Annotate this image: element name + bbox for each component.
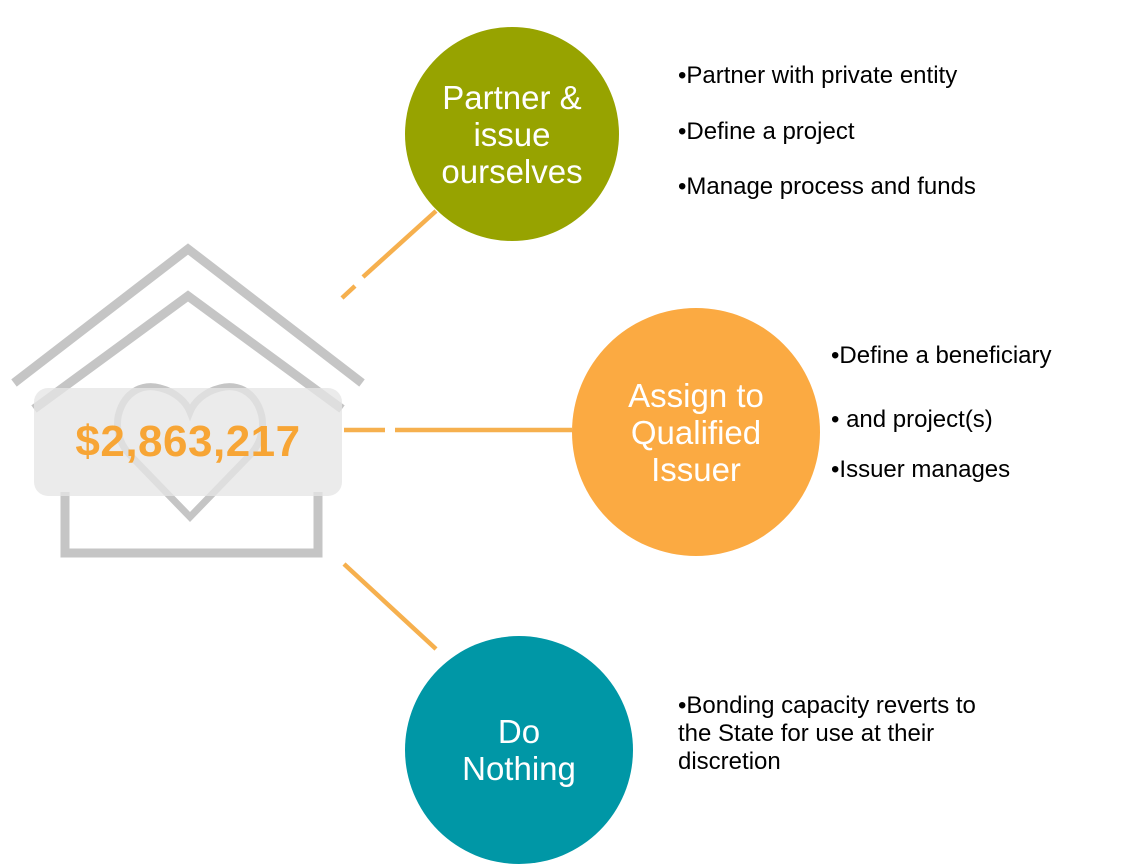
option-assign-bullets: •Define a beneficiary • and project(s) •… — [831, 342, 1128, 492]
option-do-nothing-title: Do Nothing — [462, 713, 576, 787]
bullet-item: • and project(s) — [831, 406, 993, 433]
option-partner-circle: Partner & issue ourselves — [405, 27, 619, 241]
bullet-item: •Bonding capacity reverts to the State f… — [678, 692, 976, 775]
bullet-item: •Manage process and funds — [678, 173, 976, 200]
option-partner-bullets: •Partner with private entity •Define a p… — [678, 62, 1098, 202]
option-do-nothing-circle: Do Nothing — [405, 636, 633, 864]
bullet-item: •Partner with private entity — [678, 62, 958, 89]
bullet-item: •Issuer manages — [831, 456, 1011, 483]
option-assign-circle: Assign to Qualified Issuer — [572, 308, 820, 556]
connectors — [340, 209, 572, 651]
option-partner-title: Partner & issue ourselves — [441, 78, 583, 190]
house-walls — [60, 492, 323, 558]
connector-bottom — [342, 562, 438, 651]
bullet-item: •Define a project — [678, 118, 855, 145]
connector-top-short — [340, 284, 357, 300]
house-inner-roof — [31, 290, 345, 413]
amount-box: $2,863,217 — [34, 388, 342, 496]
connector-top — [361, 209, 438, 279]
bullet-item: •Define a beneficiary — [831, 342, 1052, 369]
house-outer-roof — [11, 243, 365, 387]
option-assign-title: Assign to Qualified Issuer — [628, 376, 764, 488]
option-do-nothing-bullets: •Bonding capacity reverts to the State f… — [678, 692, 1078, 792]
amount-value: $2,863,217 — [75, 417, 301, 466]
